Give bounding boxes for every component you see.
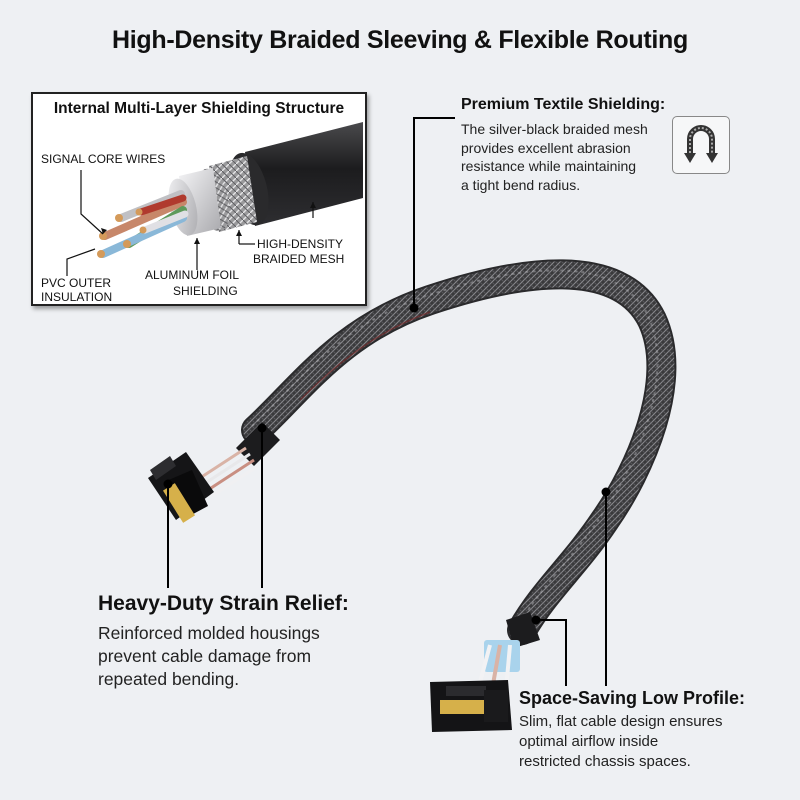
label-pvc-outer-2: INSULATION	[41, 290, 113, 304]
connector-right	[430, 680, 512, 732]
label-aluminum-foil-2: SHIELDING	[173, 284, 238, 298]
label-signal-core-wires: SIGNAL CORE WIRES	[41, 152, 166, 166]
exposed-wires-left	[199, 446, 259, 498]
u-bend-arrow-icon	[672, 116, 730, 174]
low-profile-body: Slim, flat cable design ensures optimal …	[519, 712, 722, 772]
cable-cross-section-illustration	[66, 122, 363, 276]
braided-cable	[241, 259, 677, 645]
strain-relief-heading: Heavy-Duty Strain Relief:	[98, 592, 349, 615]
strain-body-line: prevent cable damage from	[98, 646, 312, 666]
label-braided-mesh-1: HIGH-DENSITY	[257, 237, 344, 251]
textile-shielding-heading: Premium Textile Shielding:	[461, 96, 666, 113]
textile-body-line: a tight bend radius.	[461, 176, 581, 193]
profile-body-line: optimal airflow inside	[519, 733, 659, 750]
textile-body-line: The silver-black braided mesh	[461, 121, 648, 137]
label-braided-mesh-2: BRAIDED MESH	[253, 252, 345, 266]
strain-body-line: repeated bending.	[98, 669, 240, 689]
connector-left	[148, 452, 214, 523]
profile-body-line: restricted chassis spaces.	[519, 753, 691, 770]
low-profile-heading: Space-Saving Low Profile:	[519, 688, 746, 708]
strain-relief-boot-right	[506, 612, 540, 648]
leader-lines	[163, 117, 611, 686]
strain-relief-body: Reinforced molded housings prevent cable…	[98, 622, 320, 691]
page-title: High-Density Braided Sleeving & Flexible…	[112, 26, 688, 54]
label-pvc-outer-1: PVC OUTER	[41, 276, 112, 290]
label-aluminum-foil-1: ALUMINUM FOIL	[145, 268, 240, 282]
inset-title: Internal Multi-Layer Shielding Structure	[53, 100, 345, 117]
profile-body-line: Slim, flat cable design ensures	[519, 713, 723, 730]
shielding-structure-inset: Internal Multi-Layer Shielding Structure…	[31, 92, 367, 306]
textile-shielding-body: The silver-black braided mesh provides e…	[461, 120, 648, 194]
strain-body-line: Reinforced molded housings	[98, 623, 320, 643]
textile-body-line: provides excellent abrasion	[461, 139, 631, 156]
textile-body-line: resistance while maintaining	[461, 158, 637, 174]
